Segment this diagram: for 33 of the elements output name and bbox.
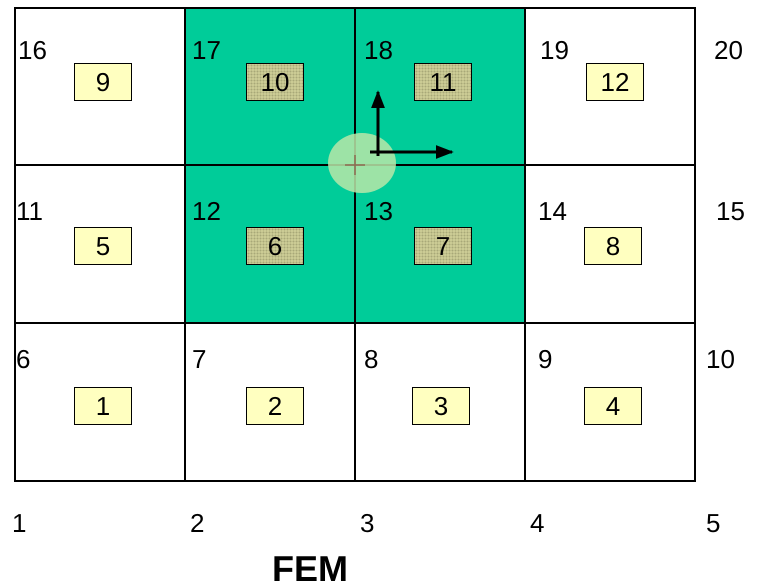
element-number-box: 5 xyxy=(74,227,132,265)
element-number-box: 12 xyxy=(586,63,644,101)
grid-node-number: 19 xyxy=(540,37,569,63)
grid-node-number: 6 xyxy=(16,346,30,372)
element-number-box: 9 xyxy=(74,63,132,101)
element-number-box: 11 xyxy=(414,63,472,101)
grid-node-number: 4 xyxy=(530,510,544,536)
grid-node-number: 20 xyxy=(714,37,743,63)
grid-node-number: 15 xyxy=(716,198,745,224)
element-number-box: 7 xyxy=(414,227,472,265)
grid-node-number: 7 xyxy=(192,346,206,372)
element-number-box: 10 xyxy=(246,63,304,101)
grid-node-number: 11 xyxy=(16,198,43,224)
grid-node-number: 3 xyxy=(360,510,374,536)
grid-node-number: 13 xyxy=(364,198,393,224)
element-number-box: 2 xyxy=(246,387,304,425)
element-number-box: 3 xyxy=(412,387,470,425)
grid-node-number: 18 xyxy=(364,37,393,63)
element-number-box: 1 xyxy=(74,387,132,425)
element-number-box: 4 xyxy=(584,387,642,425)
grid-node-number: 1 xyxy=(12,510,26,536)
element-number-box: 6 xyxy=(246,227,304,265)
grid-node-number: 9 xyxy=(538,346,552,372)
grid-node-number: 10 xyxy=(706,346,735,372)
grid-node-number: 17 xyxy=(192,37,221,63)
grid-node-number: 16 xyxy=(18,37,47,63)
grid-node-number: 8 xyxy=(364,346,378,372)
element-number-box: 8 xyxy=(584,227,642,265)
grid-node-number: 2 xyxy=(190,510,204,536)
grid-node-number: 14 xyxy=(538,198,567,224)
grid-node-number: 5 xyxy=(706,510,720,536)
diagram-title: FEM xyxy=(272,548,348,583)
grid-node-number: 12 xyxy=(192,198,221,224)
